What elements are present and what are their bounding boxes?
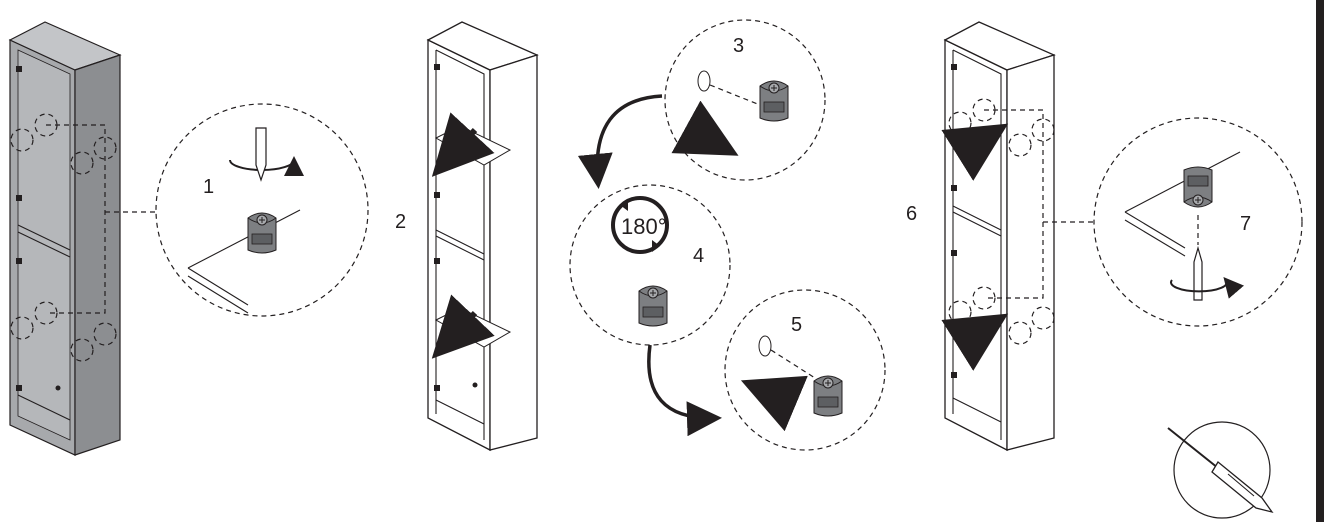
- detail-circle-step-7: [1093, 117, 1303, 327]
- flow-arrow-3-to-4: [577, 94, 663, 189]
- cabinet-gray: [8, 21, 158, 456]
- detail-circle-step-1: [155, 103, 369, 317]
- step-label-2: 2: [395, 211, 406, 233]
- step-labels: 1 2 3 4 5 6 7 180°: [203, 35, 1251, 336]
- step-label-4: 4: [693, 245, 704, 267]
- page-edge-bar: [1316, 0, 1324, 522]
- rotation-label: 180°: [621, 214, 667, 239]
- step-label-7: 7: [1240, 213, 1251, 235]
- detail-circle-step-4: [569, 184, 731, 346]
- screwdriver-icon: [1167, 421, 1274, 519]
- flow-arrow-4-to-5: [647, 344, 722, 437]
- step-label-1: 1: [203, 176, 214, 198]
- cabinet-white-assembled: [941, 21, 1095, 452]
- detail-circle-step-5: [724, 289, 886, 451]
- step-label-5: 5: [791, 314, 802, 336]
- step-label-6: 6: [906, 203, 917, 225]
- step-label-3: 3: [733, 35, 744, 57]
- cabinet-white: [426, 21, 539, 452]
- detail-circle-step-3: [664, 19, 826, 181]
